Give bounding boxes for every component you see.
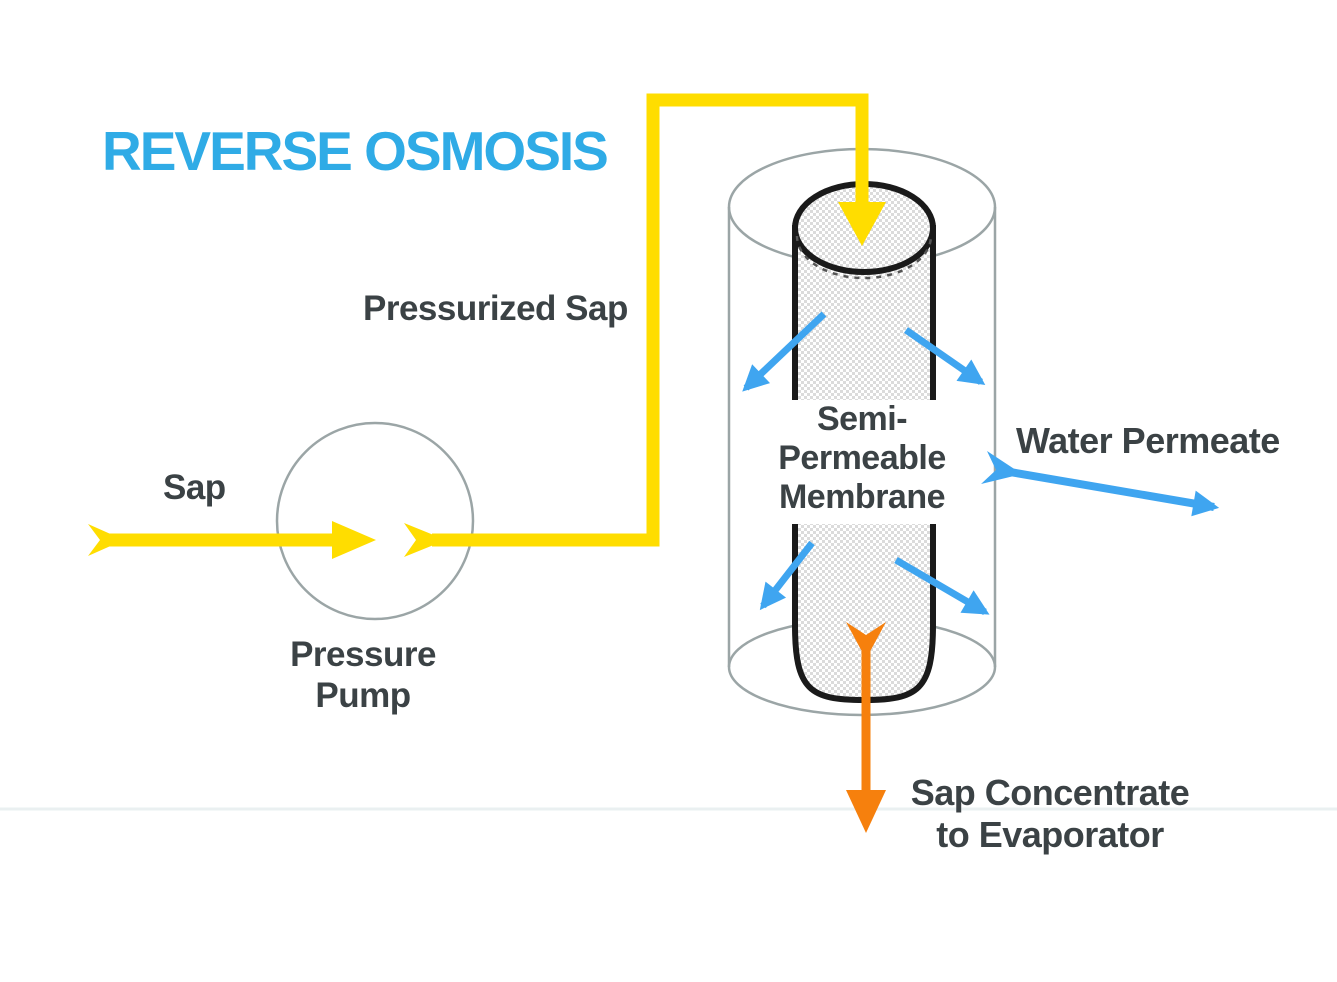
sap-concentrate-label-line1: Sap Concentrate [910, 772, 1190, 813]
sap-pipe [88, 93, 886, 559]
sap-concentrate-arrow [846, 622, 886, 833]
sap-concentrate-arrow-tail [846, 622, 886, 659]
permeate-arrows [742, 311, 990, 616]
pressure-pump-circle [275, 421, 475, 621]
membrane-label-line2: Permeable [778, 439, 946, 477]
membrane-label-line3: Membrane [778, 478, 946, 516]
membrane-label-line1: Semi- [816, 400, 908, 438]
permeate-arrow-lower-right [894, 556, 990, 616]
sap-concentrate-label-line2: to Evaporator [936, 814, 1164, 855]
page-title: REVERSE OSMOSIS [102, 120, 609, 182]
pressure-pump-label: Pressure Pump [265, 634, 461, 716]
pump-inlet-arrowhead [332, 521, 376, 559]
membrane-label: Semi- Permeable Membrane [732, 400, 992, 517]
permeate-arrow-upper-right [904, 327, 986, 385]
sap-concentrate-label: Sap Concentrate to Evaporator [888, 772, 1212, 856]
pressure-pump-label-line2: Pump [315, 676, 411, 715]
water-permeate-label: Water Permeate [1016, 420, 1280, 461]
pump-outlet-chevron [404, 523, 446, 557]
pressurized-sap-pipe [432, 93, 869, 547]
pressurized-sap-label: Pressurized Sap [363, 289, 628, 328]
membrane-label-band [732, 400, 992, 524]
membrane-inlet-arrowhead [838, 202, 886, 246]
permeate-arrow-upper-left [742, 311, 827, 392]
pressure-pump-label-line1: Pressure [290, 635, 436, 674]
sap-label: Sap [163, 468, 226, 507]
permeate-arrow-lower-left [759, 540, 815, 611]
sap-concentrate-arrowhead [846, 790, 886, 833]
water-permeate-arrow-shaft [1003, 467, 1220, 517]
water-permeate-arrow [981, 451, 1220, 517]
